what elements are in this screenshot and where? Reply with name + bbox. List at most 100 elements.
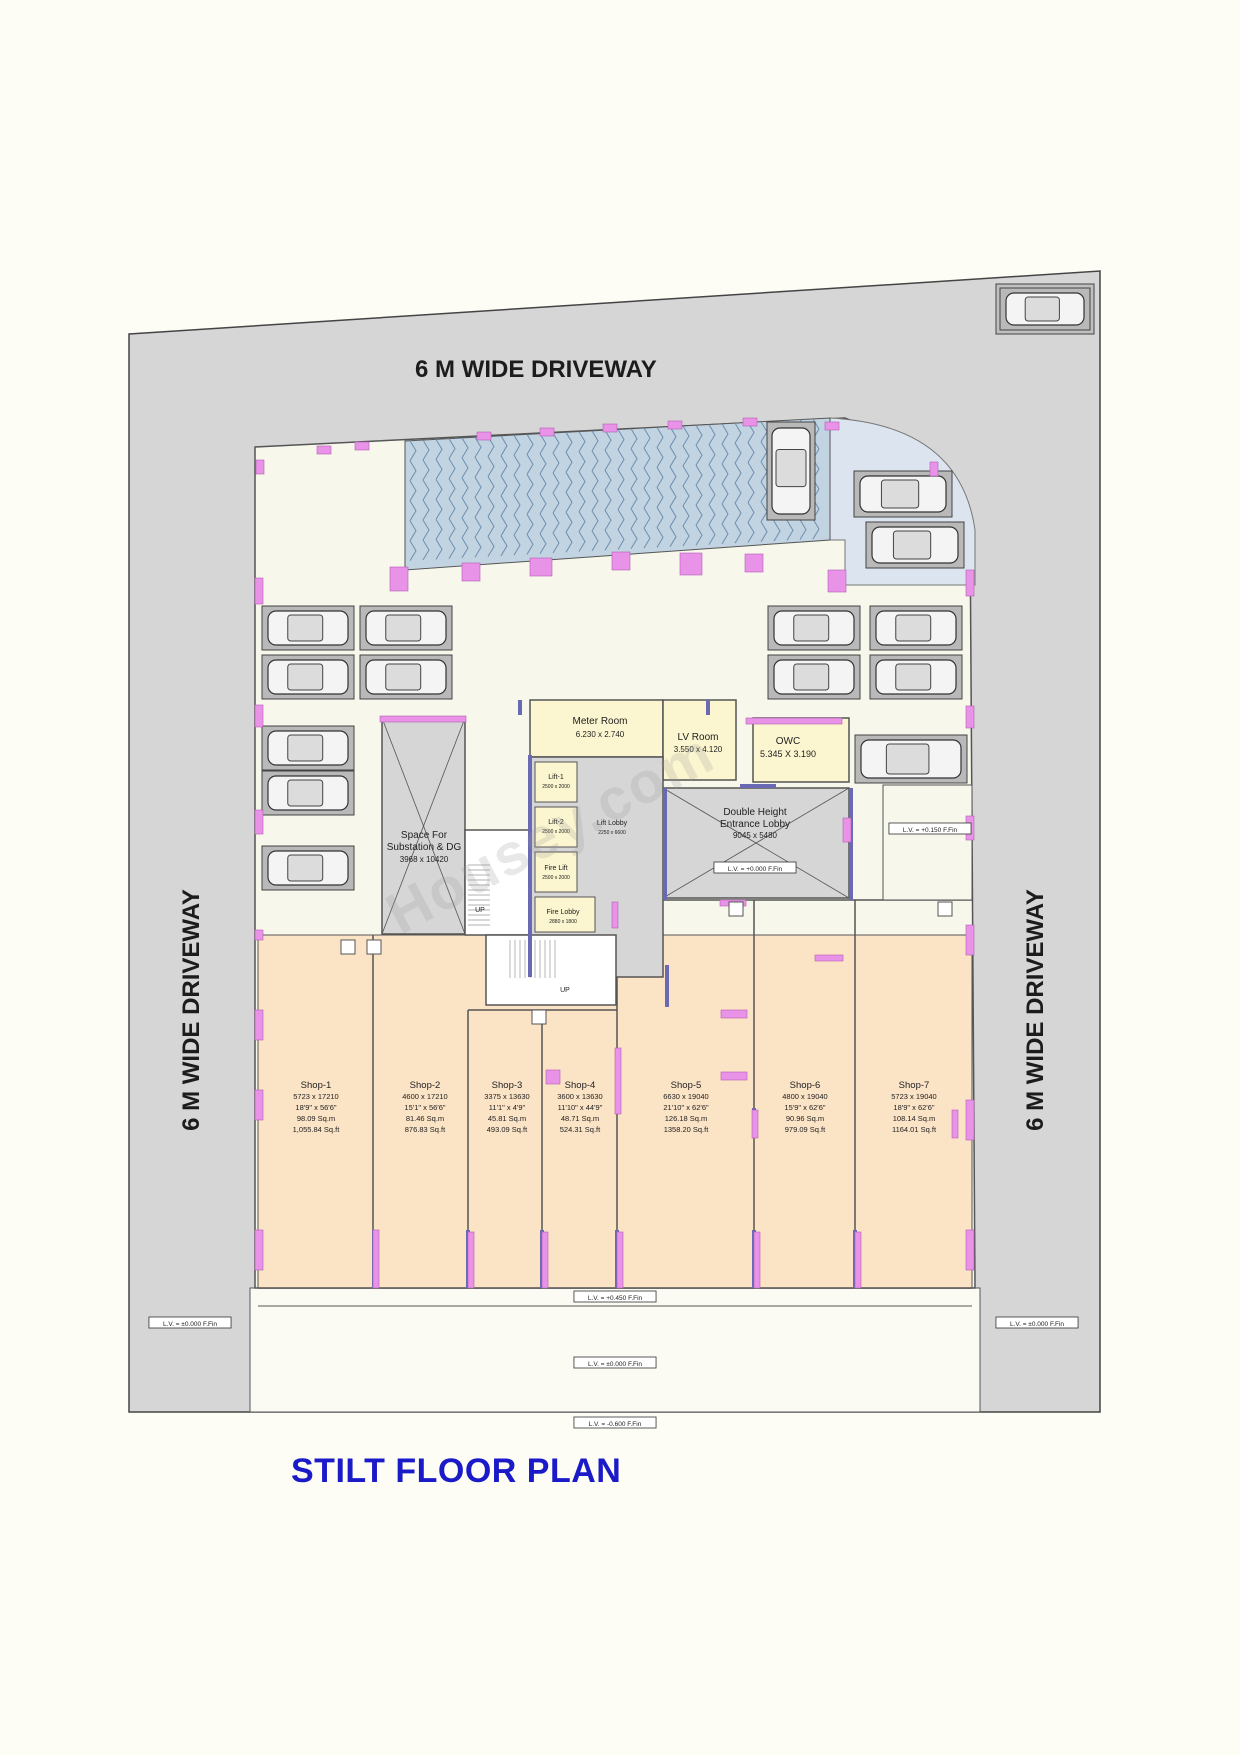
shop-5-sqft: 1358.20 Sq.ft (664, 1125, 710, 1134)
lv-room (662, 699, 737, 781)
stair-1-up-label: UP (475, 907, 485, 914)
pillar (854, 1231, 862, 1289)
pillar (254, 577, 264, 605)
shop-7-sqm: 108.14 Sq.m (893, 1114, 936, 1123)
level-marker-right_outer: L.V. = ±0.000 F.Fin (995, 1316, 1079, 1329)
pillar (254, 704, 264, 728)
pillar (965, 705, 975, 729)
pillar (667, 420, 683, 430)
level-label-bottom_road: L.V. = -0.600 F.Fin (589, 1421, 642, 1428)
pillar (602, 423, 618, 433)
pillar (467, 1231, 475, 1289)
pillar (824, 421, 840, 431)
shop-4-ft: 11'10" x 44'9" (558, 1103, 603, 1112)
substation-name-2: Substation & DG (387, 842, 462, 853)
fire-lobby-name: Fire Lobby (546, 909, 580, 916)
shop-2-mm: 4600 x 17210 (402, 1092, 447, 1101)
level-label-right_outer: L.V. = ±0.000 F.Fin (1010, 1321, 1064, 1328)
pillar (255, 459, 265, 475)
parked-car (261, 654, 355, 700)
driveway-label-left: 6 M WIDE DRIVEWAY (178, 889, 205, 1131)
shop-7-ft: 18'9" x 62'6" (893, 1103, 934, 1112)
level-marker-right_mid: L.V. = +0.150 F.Fin (888, 822, 972, 835)
pillar (476, 431, 492, 441)
fire-lift-size: 2500 x 2000 (542, 875, 570, 881)
lift-1-name: Lift-1 (548, 774, 564, 781)
pillar (461, 562, 481, 582)
parked-car (766, 421, 816, 521)
fire-lift-shaft (534, 851, 578, 893)
shop-2-sqft: 876.83 Sq.ft (405, 1125, 446, 1134)
parked-car (767, 654, 861, 700)
parked-car (261, 845, 355, 891)
parking-cars (261, 287, 1091, 891)
lift-2-size: 2500 x 2000 (542, 829, 570, 835)
pillar (814, 954, 844, 962)
shop-5-ft: 21'10" x 62'6" (663, 1103, 709, 1112)
pillar (965, 1229, 975, 1271)
shop-5-mm: 6630 x 19040 (663, 1092, 708, 1101)
pillar (611, 901, 619, 929)
shop-1-ft: 18'9" x 56'6" (295, 1103, 336, 1112)
parked-car (767, 605, 861, 651)
substation-size: 3968 x 10420 (400, 855, 449, 864)
parked-car (261, 725, 355, 771)
pillar (541, 1231, 549, 1289)
parked-car (999, 287, 1091, 331)
level-label-shops_front: L.V. = +0.450 F.Fin (588, 1295, 643, 1302)
shop-4-mm: 3600 x 13630 (557, 1092, 602, 1101)
entrance-lobby-name-1: Double Height (723, 807, 787, 818)
pillar (254, 1229, 264, 1271)
lift-lobby-size: 2250 x 6600 (598, 830, 626, 836)
shop-6-ft: 15'9" x 62'6" (784, 1103, 825, 1112)
pillar (679, 552, 703, 576)
pillar (753, 1231, 761, 1289)
level-marker-front_paving: L.V. = ±0.000 F.Fin (573, 1356, 657, 1369)
shop-1-sqft: 1,055.84 Sq.ft (293, 1125, 341, 1134)
pillar (614, 1047, 622, 1115)
owc-name: OWC (776, 736, 800, 747)
parked-car (869, 654, 963, 700)
level-label-front_paving: L.V. = ±0.000 F.Fin (588, 1361, 642, 1368)
pillar (254, 1089, 264, 1121)
pillar (379, 715, 467, 723)
pillar (842, 817, 852, 843)
level-label-entrance: L.V. = +0.000 F.Fin (728, 866, 783, 873)
structural-pillars (254, 417, 975, 1289)
pillar (827, 569, 847, 593)
door-boxes (340, 901, 953, 1025)
pillar (720, 1071, 748, 1081)
front-paving (249, 1287, 981, 1413)
ramp (404, 417, 831, 571)
shop-1-mm: 5723 x 17210 (293, 1092, 338, 1101)
pillar (539, 427, 555, 437)
level-markers: L.V. = +0.000 F.Fin L.V. = +0.150 F.FinL.… (148, 822, 1079, 1429)
level-marker-left_outer: L.V. = ±0.000 F.Fin (148, 1316, 232, 1329)
shop-6-name: Shop-6 (790, 1080, 821, 1091)
pillar (254, 1009, 264, 1041)
shop-6-sqft: 979.09 Sq.ft (785, 1125, 826, 1134)
lift-1-shaft (534, 761, 578, 803)
fire-lobby-size: 2880 x 1800 (549, 919, 577, 925)
shop-4-name: Shop-4 (565, 1080, 596, 1091)
lv-room-size: 3.550 x 4.120 (674, 745, 723, 754)
pillar (965, 1099, 975, 1141)
meter-room-size: 6.230 x 2.740 (576, 730, 625, 739)
parked-car (261, 770, 355, 816)
pillar (372, 1229, 380, 1289)
driveway-label-right: 6 M WIDE DRIVEWAY (1022, 889, 1049, 1131)
pillar (545, 1069, 561, 1085)
right-setback (882, 784, 973, 901)
shop-4-sqft: 524.31 Sq.ft (560, 1125, 601, 1134)
pillar (929, 461, 939, 477)
lv-room-name: LV Room (678, 732, 719, 743)
stair-1 (464, 829, 531, 936)
pillar (316, 445, 332, 455)
fire-lift-name: Fire Lift (544, 865, 567, 872)
pillar (616, 1231, 624, 1289)
